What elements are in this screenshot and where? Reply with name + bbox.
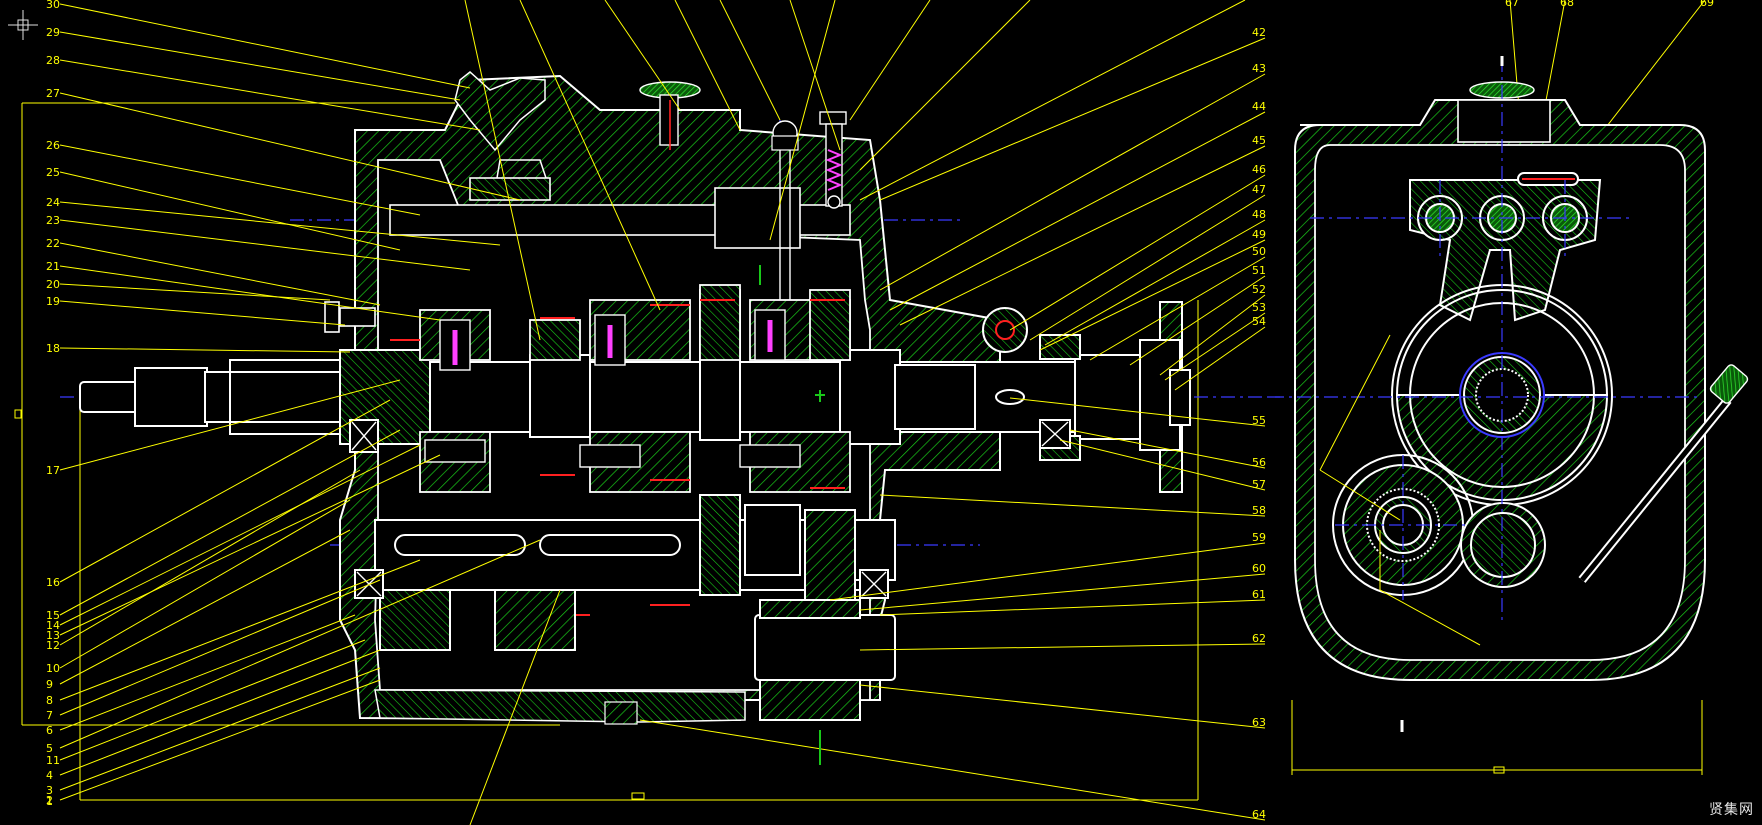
part-label: 8 (46, 694, 53, 707)
part-label: 64 (1252, 808, 1266, 821)
part-label: 51 (1252, 264, 1266, 277)
part-label: 49 (1252, 228, 1266, 241)
part-label: 48 (1252, 208, 1266, 221)
part-label: 57 (1252, 478, 1266, 491)
part-label: 18 (46, 342, 60, 355)
part-label: 58 (1252, 504, 1266, 517)
countershaft (354, 494, 896, 651)
part-label: 55 (1252, 414, 1266, 427)
input-shaft (79, 349, 461, 453)
output-flange (1039, 301, 1191, 493)
dipstick (1578, 364, 1749, 583)
part-label: 3 (46, 784, 53, 797)
part-label: 30 (46, 0, 60, 11)
part-label: 11 (46, 754, 60, 767)
part-label: 6 (46, 724, 53, 737)
gearbox-section-view (14, 71, 1280, 801)
part-label: 29 (46, 26, 60, 39)
part-label: 63 (1252, 716, 1266, 729)
part-label: 61 (1252, 588, 1266, 601)
leader-lines (59, 0, 1706, 825)
part-label: 15 (46, 609, 60, 622)
part-label: 42 (1252, 26, 1266, 39)
part-label: 23 (46, 214, 60, 227)
part-label: 21 (46, 260, 60, 273)
part-label: 47 (1252, 183, 1266, 196)
part-label: 46 (1252, 163, 1266, 176)
part-label: 68 (1560, 0, 1574, 9)
part-label: 19 (46, 295, 60, 308)
part-label: 5 (46, 742, 53, 755)
part-label: 53 (1252, 301, 1266, 314)
speedometer-drive (982, 307, 1028, 353)
part-label: 9 (46, 678, 53, 691)
part-label: 24 (46, 196, 60, 209)
part-label: 50 (1252, 245, 1266, 258)
part-label: 26 (46, 139, 60, 152)
watermark: 贤集网 (1709, 802, 1754, 818)
end-view-part-labels: 67 68 69 (1505, 0, 1714, 9)
part-label: 25 (46, 166, 60, 179)
part-label: 14 (46, 619, 60, 632)
part-label: 28 (46, 54, 60, 67)
part-label: 13 (46, 629, 60, 642)
part-label: 27 (46, 87, 60, 100)
synchronizers (424, 309, 801, 468)
part-label: 17 (46, 464, 60, 477)
part-label: 10 (46, 662, 60, 675)
part-label: 16 (46, 576, 60, 589)
breather-cap (639, 81, 701, 150)
part-label: 60 (1252, 562, 1266, 575)
part-label: 43 (1252, 62, 1266, 75)
part-label: 45 (1252, 134, 1266, 147)
part-label: 59 (1252, 531, 1266, 544)
part-label: 1 (46, 795, 53, 808)
reverse-idler (754, 599, 896, 721)
gearbox-end-view (759, 56, 1749, 775)
part-label: 67 (1505, 0, 1519, 9)
part-label: 2 (46, 794, 53, 807)
crosshair-cursor-icon (8, 10, 38, 40)
shift-rail (389, 177, 851, 249)
part-label: 7 (46, 709, 53, 722)
part-label: 22 (46, 237, 60, 250)
part-label: 62 (1252, 632, 1266, 645)
part-label: 52 (1252, 283, 1266, 296)
dimension-lines (14, 102, 1199, 801)
part-label: 44 (1252, 100, 1266, 113)
left-part-labels: 3029282726252423222120191817161514131210… (46, 0, 60, 808)
part-label: 69 (1700, 0, 1714, 9)
part-label: 4 (46, 769, 53, 782)
part-label: 20 (46, 278, 60, 291)
part-label: 54 (1252, 315, 1266, 328)
part-label: 56 (1252, 456, 1266, 469)
part-label: 12 (46, 639, 60, 652)
